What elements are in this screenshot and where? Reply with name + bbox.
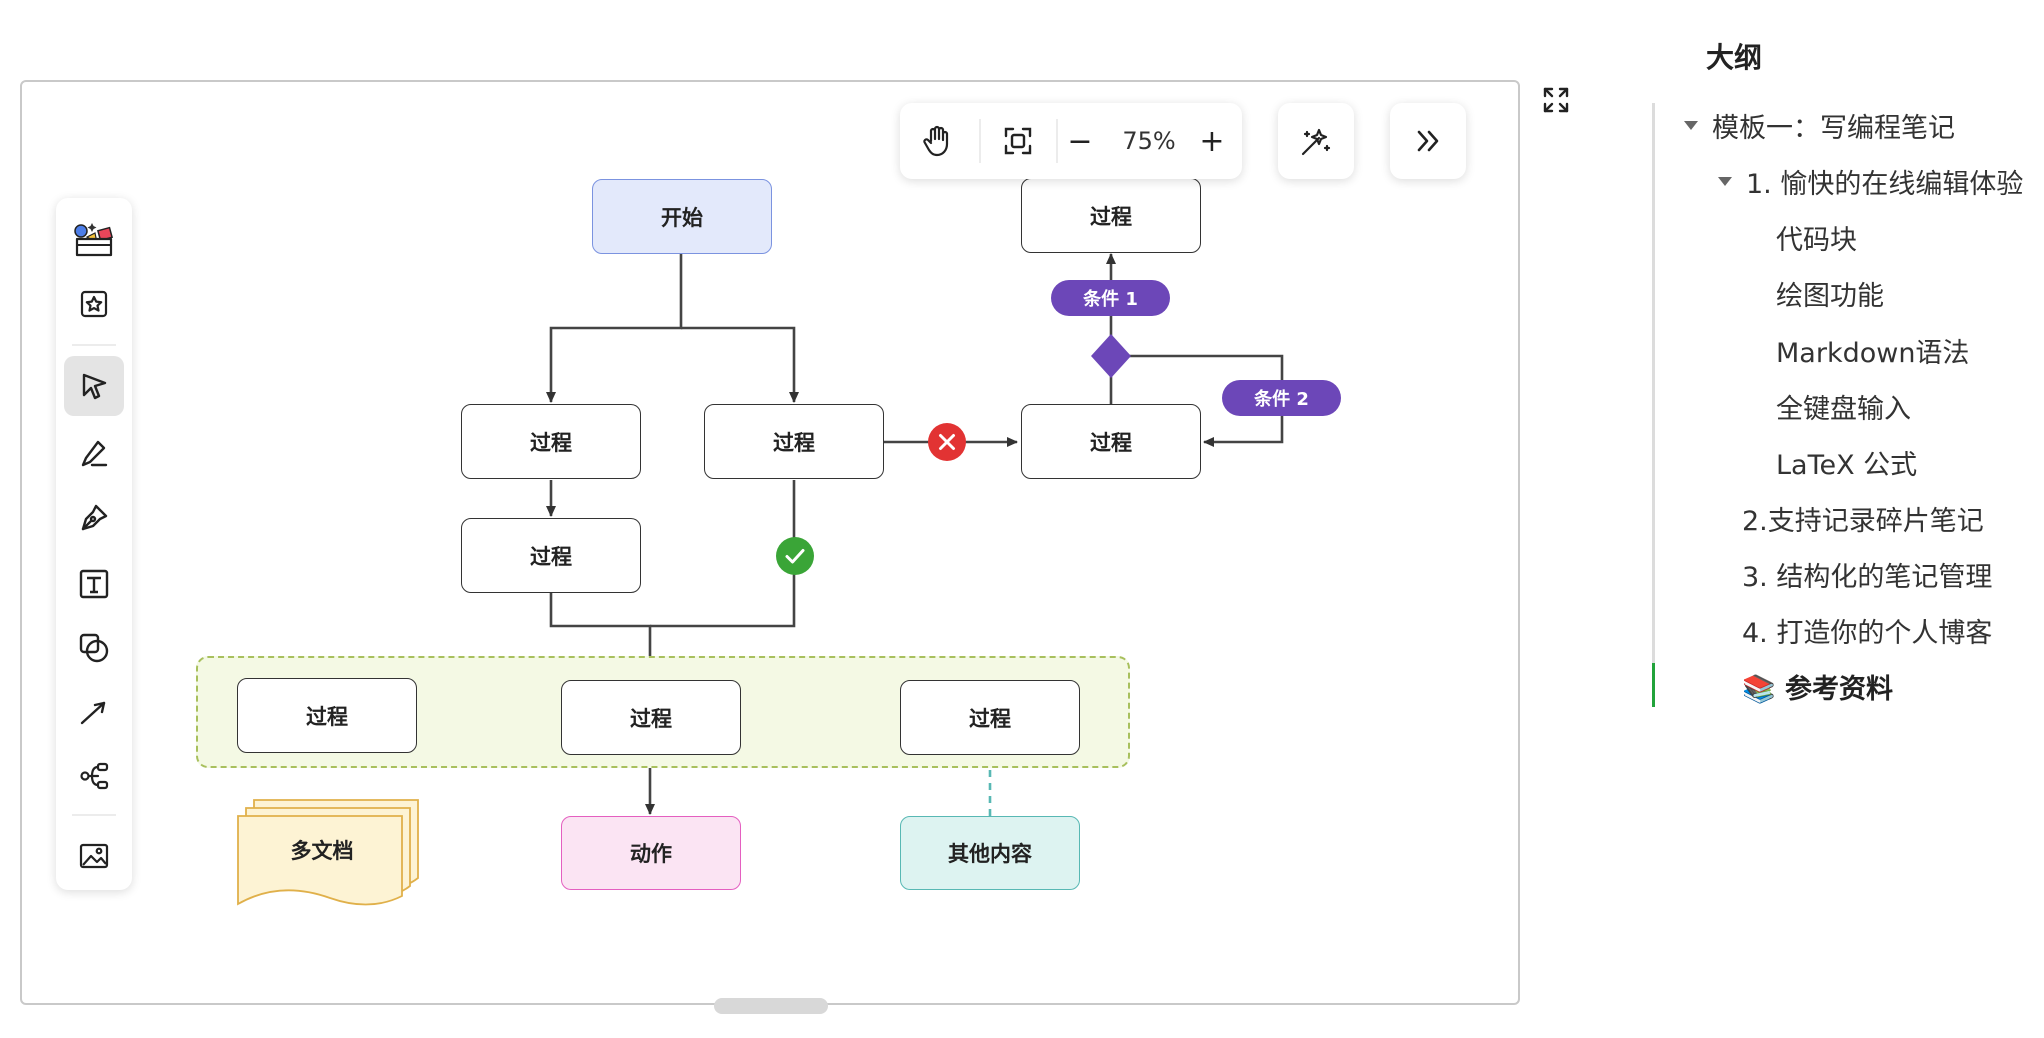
process-node[interactable]: 过程 bbox=[461, 518, 641, 593]
magic-wand-icon[interactable] bbox=[1278, 103, 1354, 179]
outline-item[interactable]: 2.支持记录碎片笔记 bbox=[1742, 505, 1984, 537]
outline-item[interactable]: 模板一：写编程笔记 bbox=[1684, 105, 1955, 145]
text-tool-icon[interactable] bbox=[64, 554, 124, 614]
zoom-level: 75% bbox=[1122, 127, 1176, 155]
error-x-icon bbox=[928, 423, 966, 461]
zoom-toolbar: − 75% + bbox=[900, 103, 1242, 179]
outline-item[interactable]: Markdown语法 bbox=[1776, 337, 1970, 369]
fit-screen-icon[interactable] bbox=[980, 103, 1056, 179]
outline-item[interactable]: 3. 结构化的笔记管理 bbox=[1742, 561, 1993, 593]
process-node[interactable]: 过程 bbox=[1021, 404, 1201, 479]
fountain-pen-icon[interactable] bbox=[64, 488, 124, 548]
outline-item[interactable]: 1. 愉快的在线编辑体验 bbox=[1718, 161, 2023, 201]
process-node[interactable]: 过程 bbox=[1021, 178, 1201, 253]
star-frame-icon[interactable] bbox=[64, 274, 124, 334]
mindmap-icon[interactable] bbox=[64, 746, 124, 806]
image-insert-icon[interactable] bbox=[64, 826, 124, 886]
select-pointer-icon[interactable] bbox=[64, 356, 124, 416]
zoom-out-button[interactable]: − bbox=[1067, 123, 1093, 159]
double-chevron-right-icon[interactable] bbox=[1390, 103, 1466, 179]
collapse-panel-button[interactable] bbox=[1390, 103, 1466, 179]
zoom-in-button[interactable]: + bbox=[1199, 123, 1225, 159]
fullscreen-icon[interactable] bbox=[1538, 82, 1574, 118]
condition-1-label[interactable]: 条件 1 bbox=[1051, 280, 1170, 316]
resize-handle[interactable] bbox=[714, 998, 828, 1014]
multi-doc-node[interactable]: 多文档 bbox=[290, 839, 354, 863]
left-toolbar bbox=[56, 198, 132, 890]
outline-item[interactable]: 全键盘输入 bbox=[1776, 393, 1911, 425]
pen-draw-icon[interactable] bbox=[64, 424, 124, 484]
caret-down-icon bbox=[1718, 176, 1732, 186]
process-node[interactable]: 过程 bbox=[704, 404, 884, 479]
magic-wand-button[interactable] bbox=[1278, 103, 1354, 179]
other-content-node[interactable]: 其他内容 bbox=[900, 816, 1080, 890]
process-node[interactable]: 过程 bbox=[561, 680, 741, 755]
outline-title: 大纲 bbox=[1706, 41, 1763, 74]
outline-rail bbox=[1652, 103, 1655, 703]
shape-tool-icon[interactable] bbox=[64, 618, 124, 678]
outline-active-indicator bbox=[1652, 663, 1655, 707]
process-node[interactable]: 过程 bbox=[461, 404, 641, 479]
condition-2-label[interactable]: 条件 2 bbox=[1222, 380, 1341, 416]
hand-pan-icon[interactable] bbox=[900, 103, 976, 179]
process-node[interactable]: 过程 bbox=[237, 678, 417, 753]
start-node[interactable]: 开始 bbox=[592, 179, 772, 254]
caret-down-icon bbox=[1684, 120, 1698, 130]
arrow-connector-icon[interactable] bbox=[64, 682, 124, 742]
outline-item[interactable]: LaTeX 公式 bbox=[1776, 449, 1918, 481]
outline-item[interactable]: 绘图功能 bbox=[1776, 280, 1884, 312]
process-node[interactable]: 过程 bbox=[900, 680, 1080, 755]
action-node[interactable]: 动作 bbox=[561, 816, 741, 890]
outline-item-active[interactable]: 📚 参考资料 bbox=[1742, 673, 1894, 705]
shapes-library-icon[interactable] bbox=[64, 210, 124, 270]
outline-item[interactable]: 4. 打造你的个人博客 bbox=[1742, 617, 1993, 649]
success-check-icon bbox=[776, 537, 814, 575]
outline-item[interactable]: 代码块 bbox=[1776, 224, 1857, 256]
